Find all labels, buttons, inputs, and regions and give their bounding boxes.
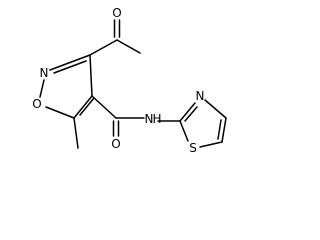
- atom-labels: O N O O N H N S: [32, 6, 204, 155]
- atom-label-amide-oxygen: O: [111, 137, 120, 151]
- bond-c3-n2-double: [49, 54, 91, 71]
- atom-label-thiazole-nitrogen: N: [196, 89, 205, 103]
- bond-acetyl-to-ring: [89, 39, 118, 56]
- atom-label-acetyl-oxygen: O: [112, 6, 121, 20]
- bond-acetyl-methyl: [116, 39, 141, 54]
- structure-diagram: O N O O N H N S: [32, 6, 227, 155]
- bond-c5-c4-inner: [79, 97, 95, 116]
- bond-c2-n3-double: [179, 102, 196, 122]
- atom-label-thiazole-sulfur: S: [189, 141, 197, 155]
- bond-c2-n3-inner: [184, 106, 198, 122]
- bond-c4-c3: [89, 54, 93, 97]
- atom-label-isoxazole-oxygen: O: [32, 97, 41, 111]
- bond-c4-c5-double: [221, 117, 227, 143]
- atom-label-amide-hydrogen: H: [152, 112, 161, 126]
- bonds: [39, 19, 227, 149]
- bond-n2-o1: [39, 79, 45, 98]
- atom-label-isoxazole-nitrogen: N: [40, 66, 49, 80]
- bond-s1-c2: [179, 120, 189, 142]
- bond-n3-c4: [204, 99, 227, 119]
- bond-c5-c4-double: [73, 95, 93, 119]
- bond-c4-c5-inner: [217, 119, 222, 140]
- bond-c3-n2-inner: [53, 60, 87, 74]
- bond-c5-methyl: [73, 117, 79, 149]
- bond-c5-s1: [199, 141, 223, 148]
- bond-o1-c5: [45, 106, 75, 119]
- bond-c4-carbonyl: [91, 95, 117, 119]
- atom-label-amide-nitrogen: N: [145, 112, 154, 126]
